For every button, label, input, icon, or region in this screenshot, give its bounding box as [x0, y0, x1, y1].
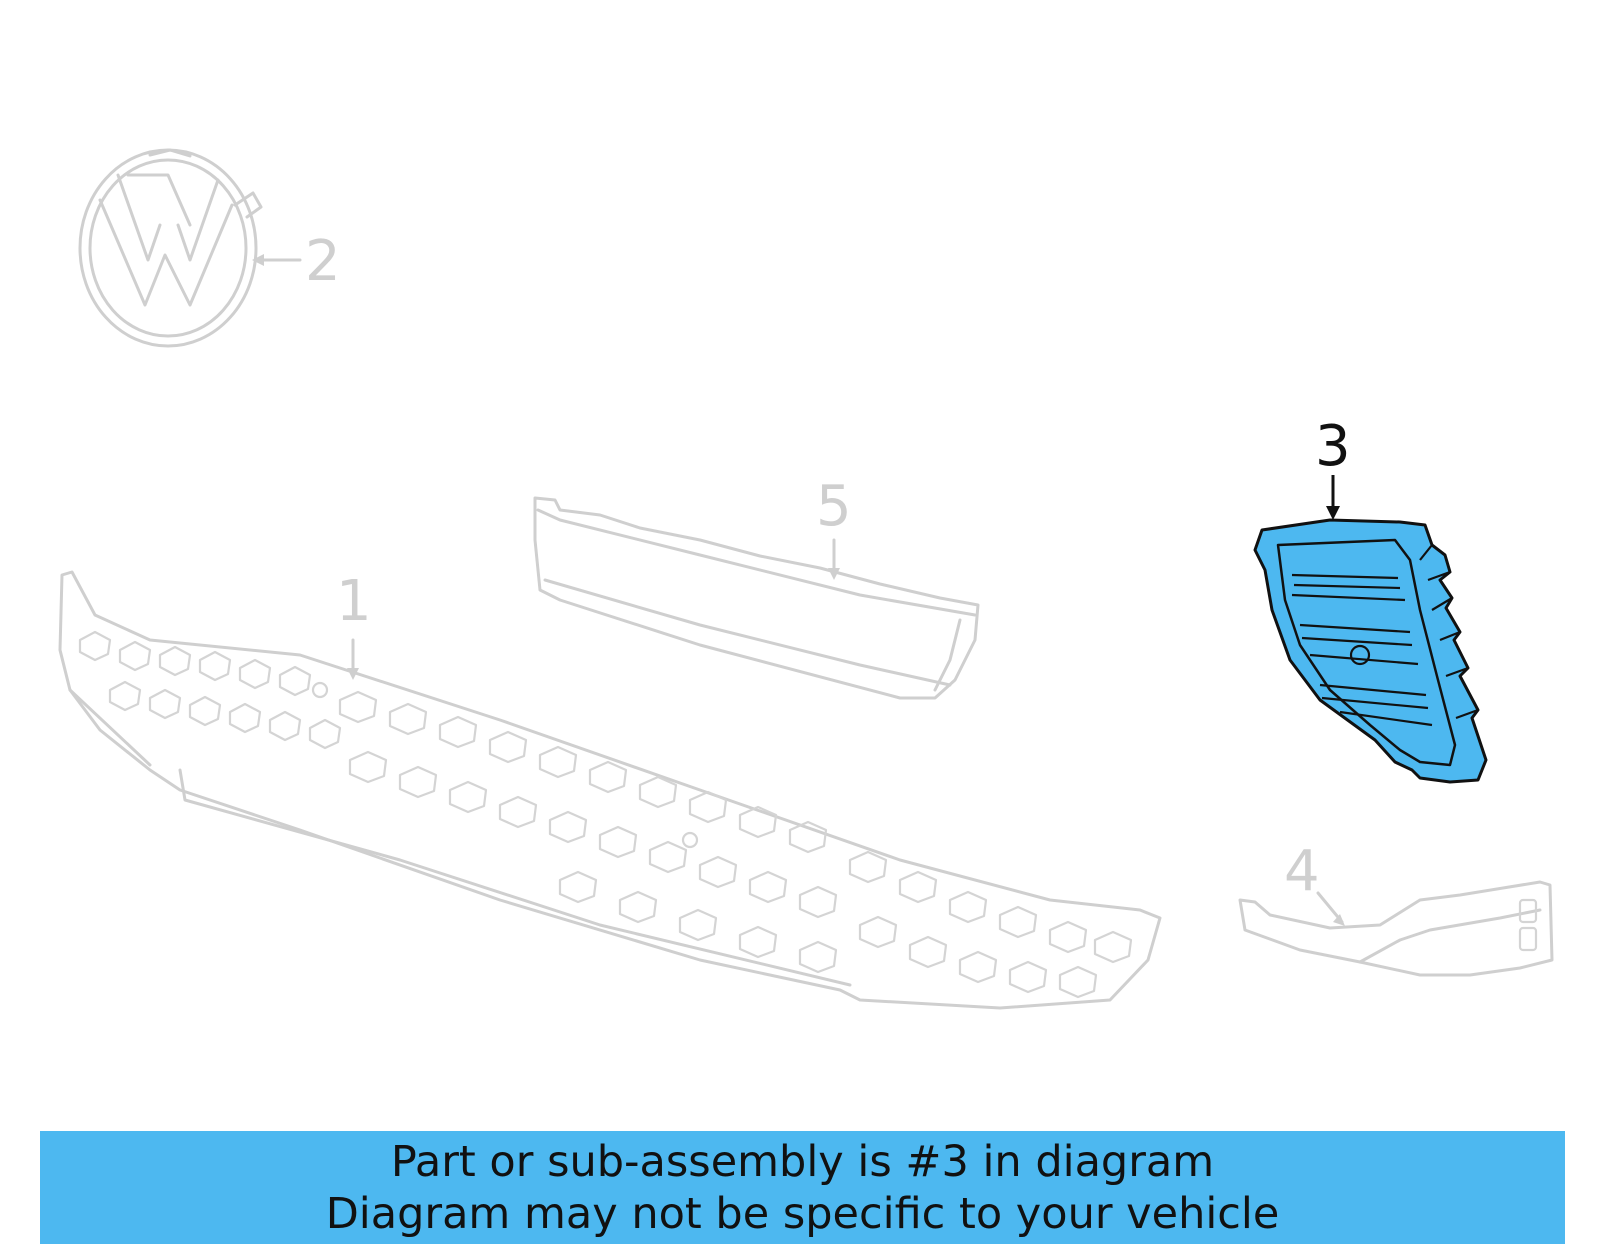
info-banner: Part or sub-assembly is #3 in diagram Di… [40, 1131, 1565, 1244]
part-1-lower-grille [58, 570, 1162, 1010]
callout-4: 4 [1284, 839, 1345, 926]
callout-1: 1 [336, 569, 372, 680]
callout-3-label: 3 [1315, 414, 1351, 479]
callout-5: 5 [816, 474, 852, 580]
part-5-trim-strip [533, 496, 980, 700]
part-3-fog-lamp-grille [1253, 518, 1488, 784]
banner-line-2: Diagram may not be specific to your vehi… [325, 1188, 1280, 1239]
callout-1-label: 1 [336, 569, 372, 634]
callout-2-label: 2 [305, 229, 341, 294]
callout-5-label: 5 [816, 474, 852, 539]
callout-3: 3 [1315, 414, 1351, 520]
callout-2: 2 [252, 229, 341, 294]
callout-4-label: 4 [1284, 839, 1320, 904]
part-4-corner-trim [1238, 880, 1554, 977]
part-2-emblem [78, 148, 263, 348]
banner-line-1: Part or sub-assembly is #3 in diagram [390, 1136, 1215, 1187]
